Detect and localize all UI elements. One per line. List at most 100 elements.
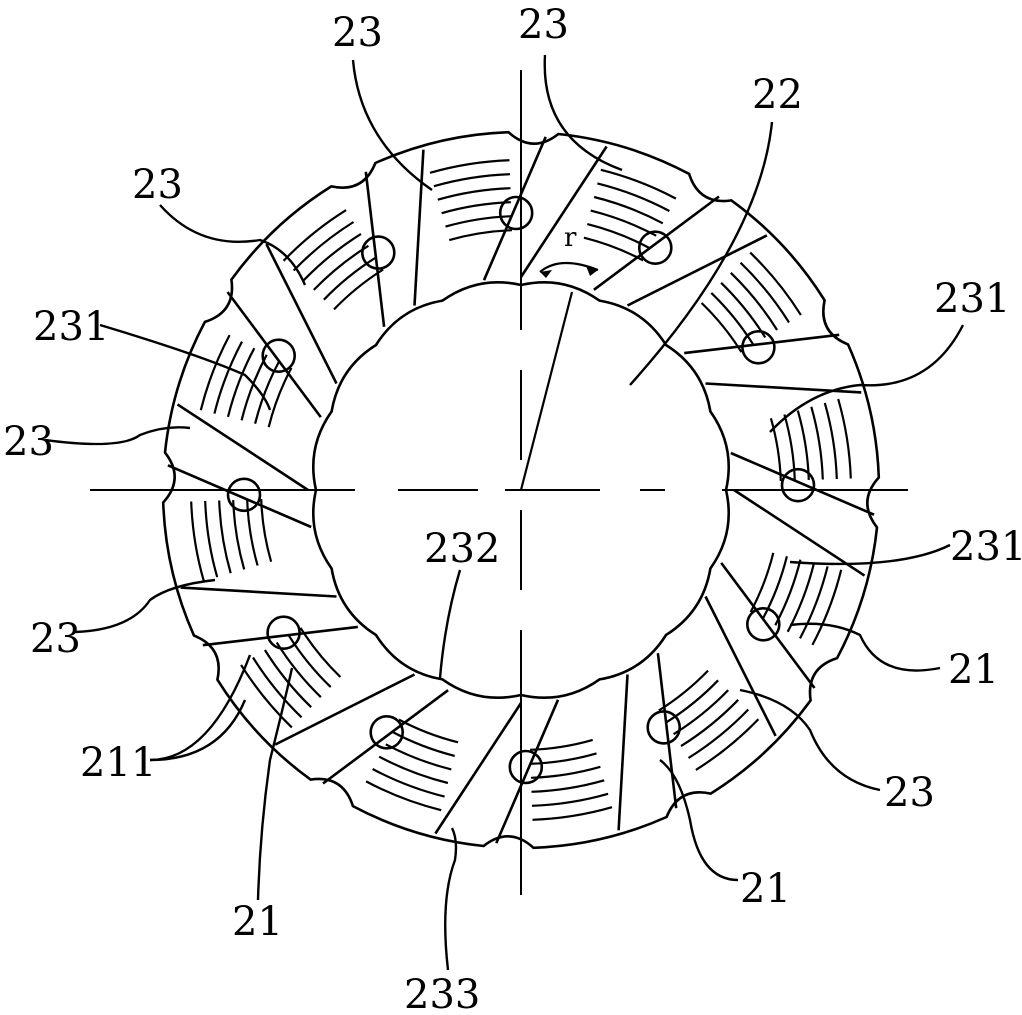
blade-tooth [704,562,816,737]
inner-bore [311,280,731,700]
abrasive-arc [799,566,829,639]
abrasive-arc [204,500,219,578]
abrasive-arc [658,669,709,712]
abrasive-arc [448,229,512,242]
label-23-lower-right: 23 [884,770,935,816]
label-22: 22 [752,72,803,118]
abrasive-arc [190,501,205,582]
mounting-hole [780,467,816,503]
label-21-right: 21 [948,647,999,693]
abrasive-arc [530,738,594,751]
center-axes [90,70,908,895]
mounting-hole [637,230,673,265]
label-23-top-left: 23 [332,10,383,56]
abrasive-arc [391,730,455,757]
label-23-left: 23 [3,419,54,465]
abrasive-arc [720,282,767,338]
abrasive-arc [593,195,664,225]
abrasive-arc [313,244,369,291]
label-21-bottom-left: 21 [232,899,283,945]
abrasive-arc [590,209,657,237]
label-23-upper-left: 23 [132,162,183,208]
abrasive-arc [246,499,259,566]
label-231-right: 231 [934,276,1010,322]
abrasive-arc [323,256,377,301]
blade-teeth [167,136,875,844]
abrasive-arc [333,268,384,311]
abrasive-arc [299,627,342,678]
abrasive-arc [531,792,609,807]
abrasive-arc [530,752,597,765]
abrasive-arc [282,209,347,262]
reference-labels: 23 23 22 23 231 231 23 231 23 232 21 211… [3,2,1022,1015]
blade-tooth [730,451,875,577]
label-233: 233 [404,972,480,1015]
blade-tooth [226,243,338,418]
abrasive-arc [810,406,824,480]
abrasive-arc [769,417,782,481]
mounting-hole [646,710,682,745]
blade-tooth [180,586,358,647]
abrasive-arc [437,187,511,201]
abrasive-arc [796,410,810,480]
abrasive-arc [433,173,511,188]
label-21-bottom-right: 21 [740,866,791,912]
leader-lines [44,54,965,971]
abrasive-arc [385,743,452,771]
abrasive-arc [823,402,838,480]
label-23-lower-left: 23 [30,616,81,662]
abrasive-arc [240,354,268,421]
abrasive-arc [739,261,790,324]
abrasive-arc [673,689,729,736]
outer-edge [161,130,881,850]
blade-tooth [434,699,560,844]
mounting-hole [745,606,781,642]
abrasive-arc [749,251,802,316]
mounting-hole [261,338,297,374]
label-231-right-lower: 231 [950,524,1022,570]
abrasive-arc [532,806,613,821]
abrasive-arc [213,341,243,414]
abrasive-arc [680,699,739,748]
abrasive-arc [429,159,510,174]
abrasive-arc [786,562,816,633]
angle-r-label: r [564,223,577,253]
abrasive-arc [531,765,601,779]
mounting-hole [369,714,405,750]
abrasive-arc [531,779,605,793]
mounting-hole [266,615,301,651]
blade-tooth [274,673,449,785]
abrasive-arc [665,679,719,724]
mounting-hole [360,235,396,270]
abrasive-arc [372,768,445,798]
abrasive-arc [730,272,779,331]
abrasive-arc [287,634,332,688]
abrasive-arc [226,347,256,418]
abrasive-arc [710,292,755,346]
abrasive-arc [218,500,232,574]
mounting-hole [508,749,544,785]
abrasive-arc [254,360,281,424]
blade-tooth [167,403,312,529]
abrasive-arc [700,302,743,353]
abrasive-arc [232,500,246,570]
abrasive-arc [441,201,511,215]
abrasive-arc [695,718,760,771]
blade-tooth [593,195,768,307]
abrasive-arc [263,649,312,708]
abrasive-arc [240,664,293,729]
abrasive-arc [837,398,852,479]
label-23-top-center: 23 [518,2,569,48]
abrasive-arc [378,755,449,785]
abrasive-arc [445,215,512,228]
blade-tooth [617,653,678,831]
abrasive-arc [687,708,750,759]
abrasive-arc [587,223,651,250]
abrasive-arc [252,656,303,719]
abrasive-arc [199,334,231,411]
abrasive-ring-segments [161,130,881,850]
abrasive-arc [275,642,322,698]
abrasive-arc [398,718,459,744]
mounting-hole [741,329,776,365]
